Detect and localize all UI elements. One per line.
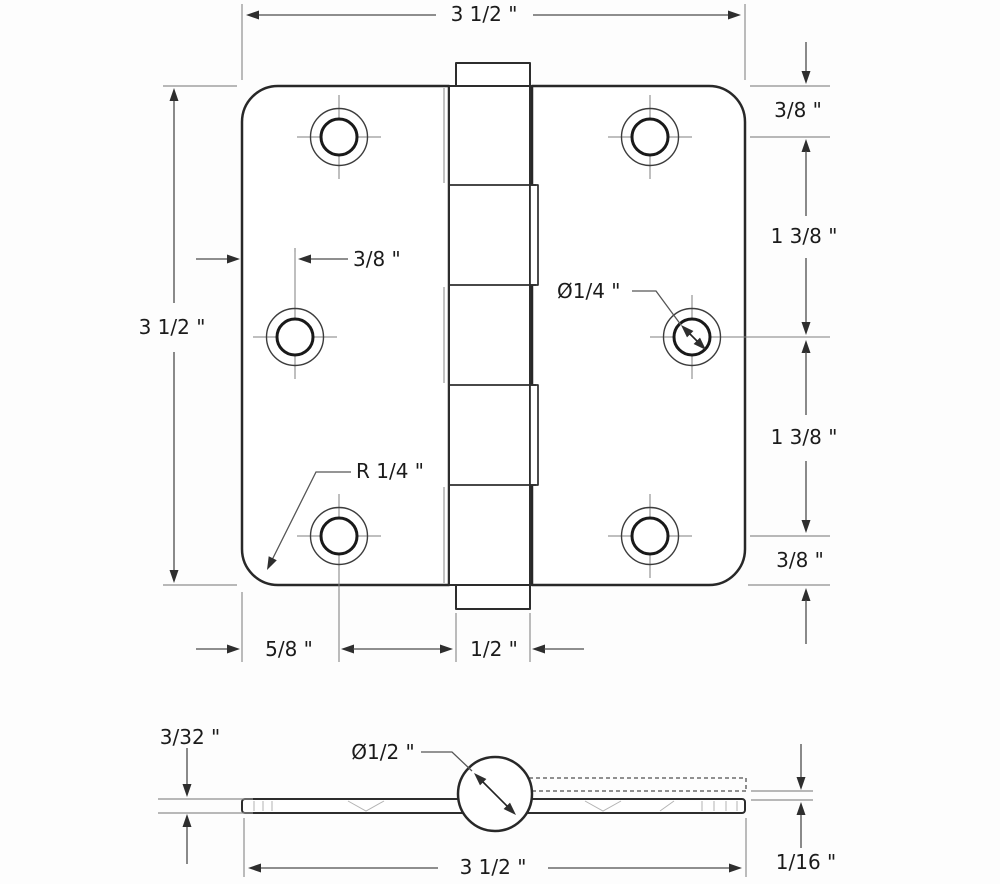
- dim-leaf-thickness: 3/32 ": [160, 725, 220, 749]
- screw-hole-countersink: [662, 307, 722, 367]
- screw-hole-countersink: [265, 307, 325, 367]
- screw-hole-countersink: [620, 506, 680, 566]
- pin-cap-bottom: [455, 584, 531, 610]
- dim-hole-diameter: Ø1/4 ": [557, 279, 621, 303]
- dim-corner-radius: R 1/4 ": [356, 459, 424, 483]
- screw-hole-countersink: [309, 107, 369, 167]
- screw-hole: [630, 516, 670, 556]
- hinge-barrel: [448, 85, 531, 586]
- knuckle-bulge-lower: [529, 384, 539, 486]
- pin-cap-top: [455, 62, 531, 87]
- dim-lower-pitch: 1 3/8 ": [771, 425, 838, 449]
- screw-hole: [319, 117, 359, 157]
- top-view: [240, 62, 830, 658]
- dim-top-width: 3 1/2 ": [451, 2, 518, 26]
- dim-knuckle-width: 1/2 ": [470, 637, 518, 661]
- side-view-dimensions: 3/32 " 1/16 " 3 1/2 ": [158, 725, 836, 879]
- screw-hole: [275, 317, 315, 357]
- surface-marks: [253, 800, 738, 812]
- top-view-dimensions: 3 1/2 " 3 1/2 " 3/8 " 1 3/8 " 1 3/8 " 3/…: [139, 2, 838, 662]
- screw-hole-countersink: [309, 506, 369, 566]
- screw-hole: [319, 516, 359, 556]
- side-view: Ø1/2 ": [241, 740, 747, 833]
- dim-side-width: 3 1/2 ": [460, 855, 527, 879]
- left-leaf: [240, 84, 451, 587]
- dim-leaf-offset: 1/16 ": [776, 850, 836, 874]
- dim-left-height: 3 1/2 ": [139, 315, 206, 339]
- knuckle-bulge-upper: [529, 184, 539, 286]
- dim-upper-pitch: 1 3/8 ": [771, 224, 838, 248]
- right-leaf: [530, 84, 747, 587]
- dim-bottom-margin: 3/8 ": [776, 548, 824, 572]
- screw-hole: [630, 117, 670, 157]
- dim-top-margin: 3/8 ": [774, 98, 822, 122]
- dim-edge-to-hole: 5/8 ": [265, 637, 313, 661]
- dim-mid-hole-offset: 3/8 ": [353, 247, 401, 271]
- dim-barrel-diameter: Ø1/2 ": [351, 740, 415, 764]
- screw-hole-countersink: [620, 107, 680, 167]
